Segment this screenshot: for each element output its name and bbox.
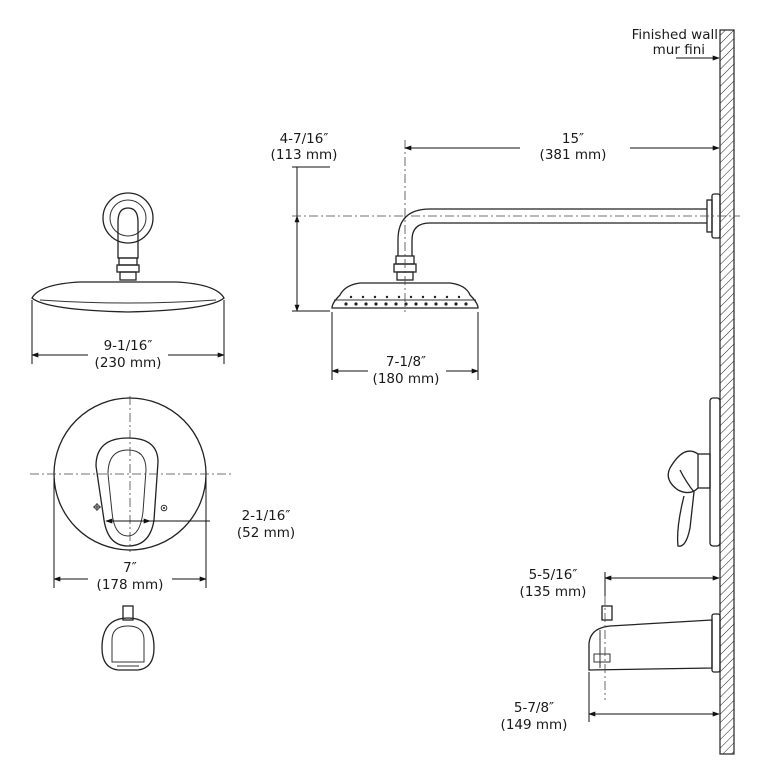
arm-length-label-bg <box>520 130 630 168</box>
wall-label-line2: mur fini <box>653 42 705 58</box>
spout-outlet-offset-imperial: 5-5/16″ <box>529 567 578 583</box>
spout-length-imperial: 5-7/8″ <box>514 700 554 716</box>
head-side-width-label-bg <box>368 352 446 388</box>
shower-arm-side-view <box>393 193 721 281</box>
head-front-width-imperial: 9-1/16″ <box>104 338 153 354</box>
showerhead-front-view <box>31 192 225 313</box>
arm-length-metric: (381 mm) <box>540 147 607 163</box>
spout-length-metric: (149 mm) <box>501 717 568 733</box>
tub-spout-front-view <box>101 605 155 671</box>
plate-width-imperial: 7″ <box>123 560 137 576</box>
head-side-width-imperial: 7-1/8″ <box>386 354 426 370</box>
arm-length-imperial: 15″ <box>562 131 584 147</box>
finished-wall <box>719 29 735 755</box>
handle-width-metric: (52 mm) <box>237 525 295 541</box>
handle-width-imperial: 2-1/16″ <box>242 508 291 524</box>
head-front-width-metric: (230 mm) <box>95 355 162 371</box>
head-front-width-label-bg <box>88 336 168 372</box>
tub-spout-side-view <box>588 605 721 673</box>
wall-label-line1: Finished wall <box>632 27 718 43</box>
spout-outlet-offset-metric: (135 mm) <box>520 584 587 600</box>
valve-trim-side-view <box>667 397 721 547</box>
head-side-width-metric: (180 mm) <box>373 371 440 387</box>
drop-height-imperial: 4-7/16″ <box>280 131 329 147</box>
drop-height-metric: (113 mm) <box>271 147 338 163</box>
hot-cold-indicator-icon <box>93 503 168 512</box>
plate-width-metric: (178 mm) <box>97 577 164 593</box>
plate-width-label-bg <box>88 558 172 594</box>
